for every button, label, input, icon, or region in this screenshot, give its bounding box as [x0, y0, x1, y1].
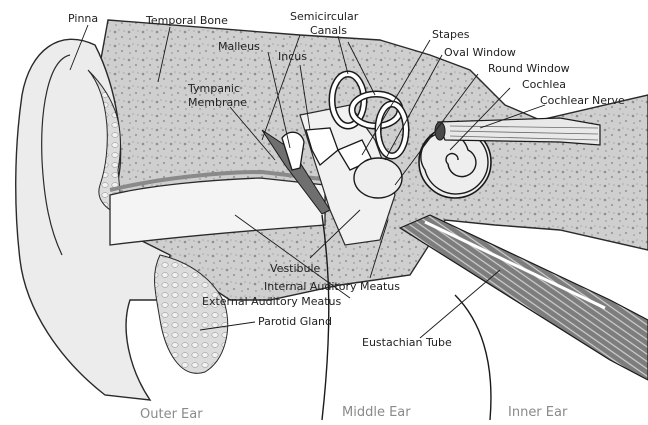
- label-pinna: Pinna: [68, 12, 98, 25]
- label-cochlea: Cochlea: [522, 78, 566, 91]
- label-cochlear-nerve: Cochlear Nerve: [540, 94, 625, 107]
- label-semicircular-canals-line2: Canals: [310, 24, 347, 37]
- label-temporal-bone: Temporal Bone: [145, 14, 228, 27]
- section-outer-ear: Outer Ear: [140, 407, 203, 422]
- section-inner-ear: Inner Ear: [508, 405, 568, 420]
- label-incus: Incus: [278, 50, 307, 63]
- label-stapes: Stapes: [432, 28, 470, 41]
- label-malleus: Malleus: [218, 40, 260, 53]
- section-middle-ear: Middle Ear: [342, 405, 411, 420]
- label-internal-auditory-meatus: Internal Auditory Meatus: [264, 280, 400, 293]
- label-round-window: Round Window: [488, 62, 570, 75]
- label-tympanic-membrane-line2: Membrane: [188, 96, 247, 109]
- label-vestibule: Vestibule: [270, 262, 321, 275]
- section-divider-middle-inner: [455, 295, 491, 420]
- label-parotid-gland: Parotid Gland: [258, 315, 332, 328]
- vestibule-shape: [354, 158, 402, 198]
- label-eustachian-tube: Eustachian Tube: [362, 336, 452, 349]
- label-external-auditory-meatus: External Auditory Meatus: [202, 295, 342, 308]
- label-semicircular-canals-line1: Semicircular: [290, 10, 359, 23]
- label-oval-window: Oval Window: [444, 46, 516, 59]
- label-tympanic-membrane-line1: Tympanic: [187, 82, 240, 95]
